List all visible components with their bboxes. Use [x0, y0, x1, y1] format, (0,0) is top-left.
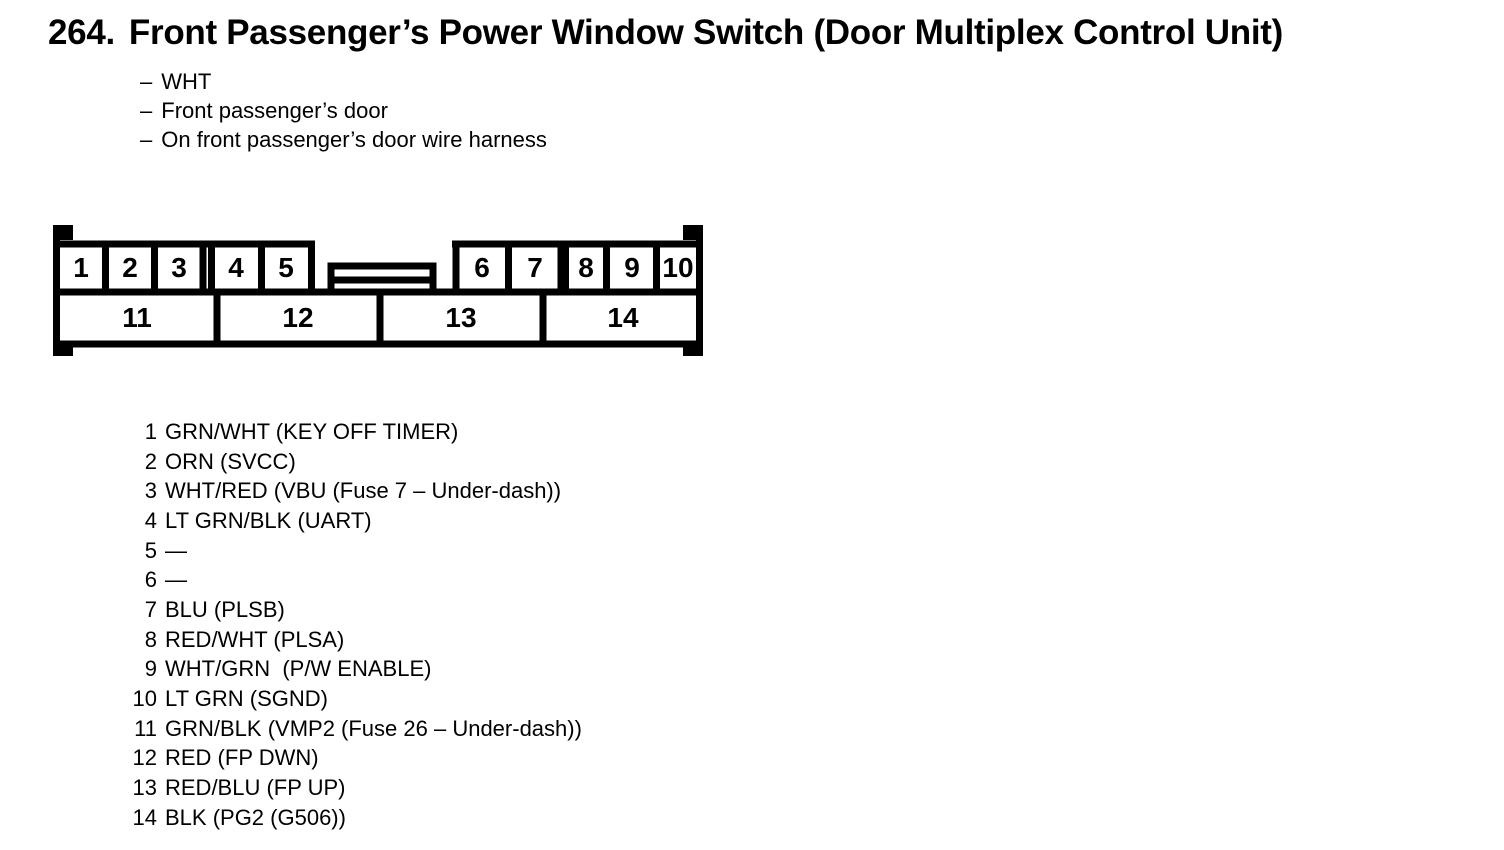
- pin-description: GRN/WHT (KEY OFF TIMER): [165, 418, 459, 444]
- cavity-label-13: 13: [445, 302, 477, 333]
- cavity-label-11: 11: [122, 302, 152, 333]
- note-text: WHT: [161, 69, 212, 94]
- pin-number: 12: [132, 745, 157, 771]
- cavity-label-14: 14: [607, 302, 639, 333]
- pin-row: 6 —: [130, 565, 582, 595]
- pin-row: 10 LT GRN (SGND): [130, 684, 582, 714]
- cavity-label-9: 9: [624, 252, 640, 283]
- note-line: – WHT: [140, 67, 547, 96]
- pin-description: LT GRN (SGND): [165, 686, 328, 712]
- pin-number: 4: [144, 507, 157, 533]
- cavity-label-5: 5: [278, 252, 294, 283]
- pin-number: 14: [132, 804, 157, 830]
- pin-number: 8: [144, 626, 157, 652]
- pin-row: 11 GRN/BLK (VMP2 (Fuse 26 – Under-dash)): [130, 714, 582, 744]
- page-title: 264. Front Passenger’s Power Window Swit…: [48, 10, 1283, 55]
- pin-description: BLU (PLSB): [165, 596, 285, 622]
- note-line: – On front passenger’s door wire harness: [140, 125, 547, 154]
- pin-description: —: [165, 567, 187, 593]
- cavity-label-7: 7: [527, 252, 543, 283]
- pin-number: 7: [144, 596, 157, 622]
- pin-row: 4 LT GRN/BLK (UART): [130, 506, 582, 536]
- pin-number: 13: [132, 775, 157, 801]
- pin-row: 1 GRN/WHT (KEY OFF TIMER): [130, 417, 582, 447]
- pin-description: GRN/BLK (VMP2 (Fuse 26 – Under-dash)): [165, 715, 582, 741]
- pin-number: 1: [144, 418, 157, 444]
- cavity-label-8: 8: [578, 252, 594, 283]
- pin-description: WHT/RED (VBU (Fuse 7 – Under-dash)): [165, 478, 562, 504]
- pin-row: 8 RED/WHT (PLSA): [130, 625, 582, 655]
- title-number: 264.: [48, 13, 115, 52]
- cavity-label-6: 6: [474, 252, 490, 283]
- note-text: Front passenger’s door: [161, 98, 388, 123]
- pin-description: BLK (PG2 (G506)): [165, 804, 346, 830]
- title-text: Front Passenger’s Power Window Switch (D…: [128, 13, 1283, 52]
- pin-row: 9 WHT/GRN (P/W ENABLE): [130, 655, 582, 685]
- pin-list: 1 GRN/WHT (KEY OFF TIMER) 2 ORN (SVCC) 3…: [130, 417, 582, 833]
- pin-description: LT GRN/BLK (UART): [165, 507, 372, 533]
- pin-description: —: [165, 537, 187, 563]
- notes-list: – WHT – Front passenger’s door – On fron…: [140, 67, 547, 154]
- pin-row: 14 BLK (PG2 (G506)): [130, 803, 582, 833]
- dash-bullet: –: [140, 127, 153, 152]
- pin-number: 6: [144, 567, 157, 593]
- pin-number: 10: [132, 686, 157, 712]
- pin-number: 3: [144, 478, 157, 504]
- pin-row: 7 BLU (PLSB): [130, 595, 582, 625]
- pin-row: 13 RED/BLU (FP UP): [130, 773, 582, 803]
- pin-number: 5: [144, 537, 157, 563]
- pin-number: 11: [134, 715, 157, 741]
- pin-row: 3 WHT/RED (VBU (Fuse 7 – Under-dash)): [130, 476, 582, 506]
- pin-row: 12 RED (FP DWN): [130, 744, 582, 774]
- pin-row: 2 ORN (SVCC): [130, 447, 582, 477]
- pin-description: RED (FP DWN): [165, 745, 319, 771]
- pin-row: 5 —: [130, 536, 582, 566]
- pin-description: RED/BLU (FP UP): [165, 775, 346, 801]
- note-text: On front passenger’s door wire harness: [161, 127, 547, 152]
- dash-bullet: –: [140, 98, 153, 123]
- cavity-label-10: 10: [662, 252, 694, 283]
- connector-diagram: 1 2 3 4 5 6 7 8 9 10 11 12 13 14: [50, 222, 710, 362]
- pin-description: WHT/GRN (P/W ENABLE): [165, 656, 432, 682]
- cavity-label-4: 4: [228, 252, 244, 283]
- cavity-label-2: 2: [122, 252, 138, 283]
- note-line: – Front passenger’s door: [140, 96, 547, 125]
- pin-number: 9: [144, 656, 157, 682]
- cavity-label-3: 3: [171, 252, 187, 283]
- pin-number: 2: [144, 448, 157, 474]
- connector-outline-drawing: [53, 225, 703, 356]
- dash-bullet: –: [140, 69, 153, 94]
- cavity-label-12: 12: [282, 302, 314, 333]
- cavity-label-1: 1: [73, 252, 89, 283]
- pin-description: ORN (SVCC): [165, 448, 296, 474]
- pin-description: RED/WHT (PLSA): [165, 626, 345, 652]
